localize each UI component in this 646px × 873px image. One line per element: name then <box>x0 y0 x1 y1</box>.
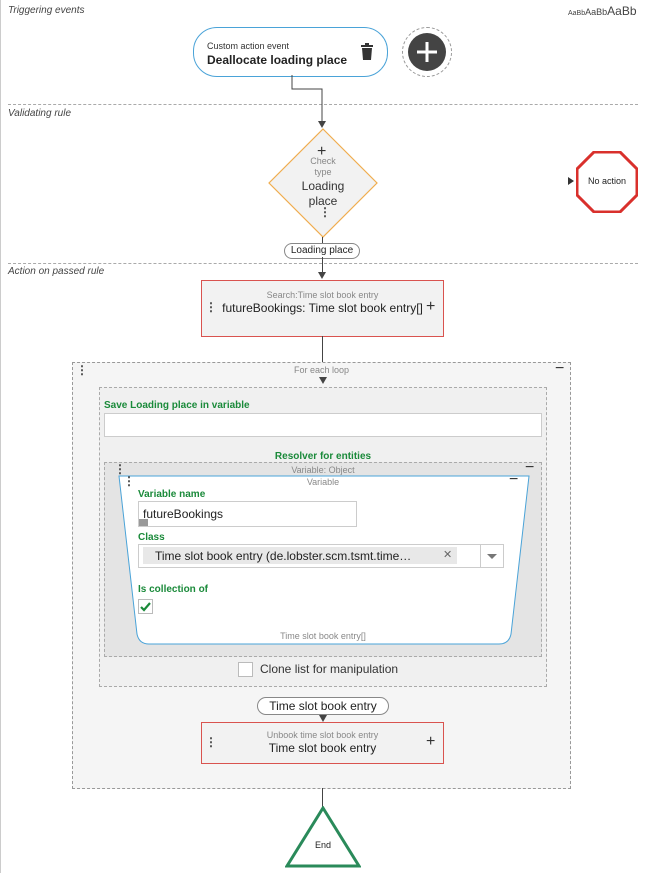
connector-arrow <box>319 377 327 384</box>
clone-list-label: Clone list for manipulation <box>260 662 399 676</box>
variable-kebab-icon[interactable]: ⋮ <box>123 474 135 488</box>
variable-name-input[interactable]: futureBookings <box>138 501 357 527</box>
is-collection-label: Is collection of <box>138 584 209 595</box>
font-size-large[interactable]: AaBb <box>607 4 637 18</box>
unbook-node[interactable]: ⋮ Unbook time slot book entry Time slot … <box>201 722 444 764</box>
plus-icon <box>417 42 437 62</box>
check-value-line1: Loading <box>301 179 345 193</box>
connector-arrow <box>318 272 326 279</box>
check-type-label: Check type <box>283 156 363 178</box>
loop-caption: For each loop <box>293 365 350 375</box>
end-node[interactable] <box>285 806 361 868</box>
no-action-label: No action <box>587 176 627 186</box>
search-caption: Search:Time slot book entry <box>266 290 379 300</box>
class-tag: Time slot book entry (de.lobster.scm.tsm… <box>143 547 457 564</box>
section-label-triggering: Triggering events <box>8 5 85 16</box>
loop-collapse-icon[interactable]: − <box>555 360 565 377</box>
entry-pill[interactable]: Time slot book entry <box>257 697 389 715</box>
save-variable-panel: Save Loading place in variable Resolver … <box>99 387 547 687</box>
variable-object-collapse-icon[interactable]: − <box>525 459 535 476</box>
variable-footer-caption: Time slot book entry[] <box>280 631 366 641</box>
select-divider <box>480 545 481 567</box>
for-each-loop[interactable]: ⋮ For each loop − Save Loading place in … <box>72 360 571 789</box>
font-size-selector[interactable]: AaBbAaBbAaBb <box>568 4 637 18</box>
font-size-medium[interactable]: AaBb <box>585 7 608 17</box>
font-size-small[interactable]: AaBb <box>568 10 586 17</box>
connector-line <box>322 237 323 243</box>
variable-object-panel: ⋮ Variable: Object − ⋮ Variable − Variab… <box>104 459 542 657</box>
trigger-node[interactable]: Custom action event Deallocate loading p… <box>193 27 388 77</box>
save-variable-label: Save Loading place in variable <box>104 400 250 411</box>
class-value: Time slot book entry (de.lobster.scm.tsm… <box>155 549 412 563</box>
variable-name-value: futureBookings <box>143 507 224 521</box>
chevron-down-icon[interactable] <box>487 554 497 559</box>
check-label-line1: Check <box>310 156 336 166</box>
variable-collapse-icon[interactable]: − <box>509 471 519 488</box>
trash-icon[interactable] <box>360 43 374 61</box>
search-kebab-icon[interactable]: ⋮ <box>205 300 217 314</box>
check-diamond[interactable] <box>267 127 379 239</box>
variable-object-kebab-icon[interactable]: ⋮ <box>114 462 126 476</box>
trigger-title: Deallocate loading place <box>207 53 348 67</box>
end-label: End <box>314 840 331 850</box>
search-node[interactable]: ⋮ Search:Time slot book entry futureBook… <box>201 280 444 337</box>
check-kebab-icon[interactable]: ⋮ <box>319 205 331 219</box>
check-label-line2: type <box>314 167 332 177</box>
loop-kebab-icon[interactable]: ⋮ <box>76 363 88 377</box>
unbook-text: Time slot book entry <box>268 741 377 755</box>
check-add-icon[interactable]: + <box>317 143 327 160</box>
section-label-action-passed: Action on passed rule <box>8 266 105 277</box>
add-trigger-ring <box>402 27 452 77</box>
is-collection-checkbox[interactable] <box>138 599 153 614</box>
class-select[interactable]: Time slot book entry (de.lobster.scm.tsm… <box>138 544 504 568</box>
resize-handle-icon[interactable] <box>139 519 148 526</box>
unbook-add-icon[interactable]: + <box>426 733 436 750</box>
canvas-left-border <box>0 0 1 873</box>
connector-arrow <box>319 715 327 722</box>
no-action-arrow <box>568 177 574 185</box>
variable-object-caption: Variable: Object <box>291 465 355 475</box>
variable-caption: Variable <box>306 477 340 487</box>
connector-line <box>322 336 323 376</box>
search-add-icon[interactable]: + <box>426 298 436 315</box>
class-label: Class <box>138 532 165 543</box>
variable-name-label: Variable name <box>138 489 206 500</box>
resolver-label: Resolver for entities <box>274 451 372 462</box>
save-variable-input[interactable] <box>104 413 542 437</box>
unbook-kebab-icon[interactable]: ⋮ <box>205 735 217 749</box>
checkmark-icon <box>140 602 151 612</box>
connector-line <box>322 257 323 272</box>
check-value-line2: place <box>308 194 338 208</box>
connector-line <box>322 788 323 808</box>
connector-trigger-check <box>291 75 326 128</box>
class-remove-icon[interactable]: ✕ <box>443 549 453 561</box>
section-divider <box>8 263 638 264</box>
trigger-kind: Custom action event <box>207 41 290 51</box>
section-divider <box>8 104 638 105</box>
unbook-caption: Unbook time slot book entry <box>266 730 379 740</box>
clone-list-checkbox[interactable] <box>238 662 253 677</box>
section-label-validating: Validating rule <box>8 108 72 119</box>
search-text: futureBookings: Time slot book entry[] <box>222 301 423 315</box>
add-trigger-button[interactable] <box>408 33 446 71</box>
no-action-octagon[interactable] <box>576 151 638 213</box>
check-value: Loading place <box>283 179 363 209</box>
